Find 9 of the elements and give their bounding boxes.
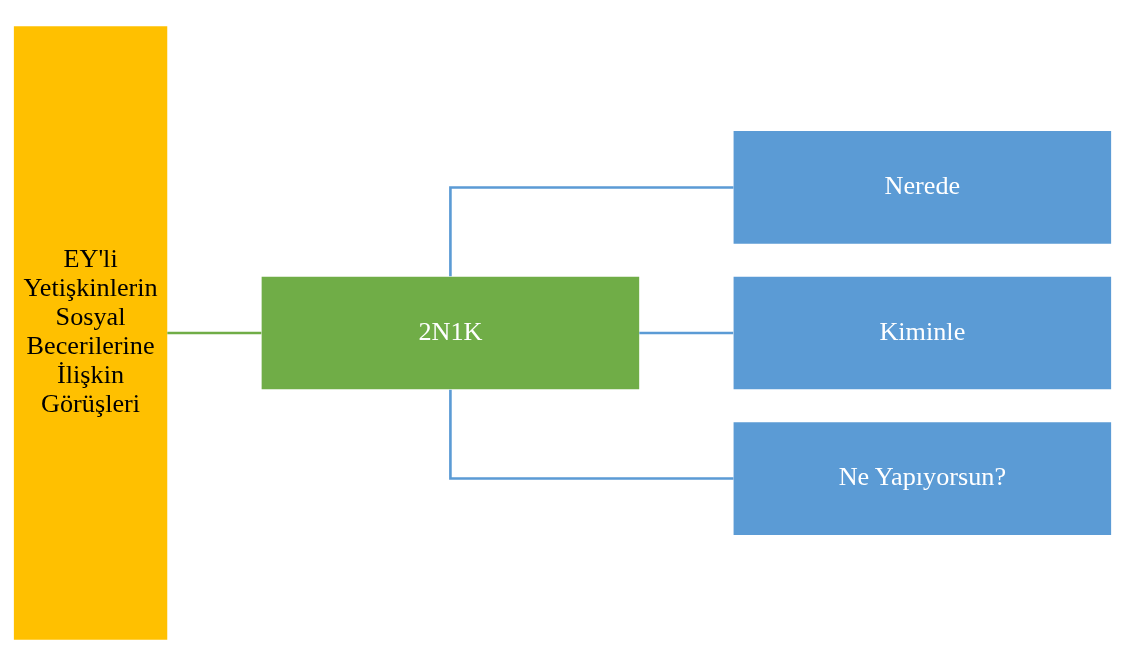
connector <box>167 331 262 334</box>
node-box: Nerede <box>733 130 1112 244</box>
connector <box>639 331 734 334</box>
node-box: 2N1K <box>261 276 640 389</box>
node-box: Kiminle <box>733 276 1112 389</box>
node-box: Ne Yapıyorsun? <box>733 421 1112 535</box>
node-box: EY'li Yetişkinlerin Sosyal Becerilerine İlişkin Görüşleri <box>13 25 168 640</box>
connector <box>449 389 734 480</box>
connector <box>449 185 734 276</box>
